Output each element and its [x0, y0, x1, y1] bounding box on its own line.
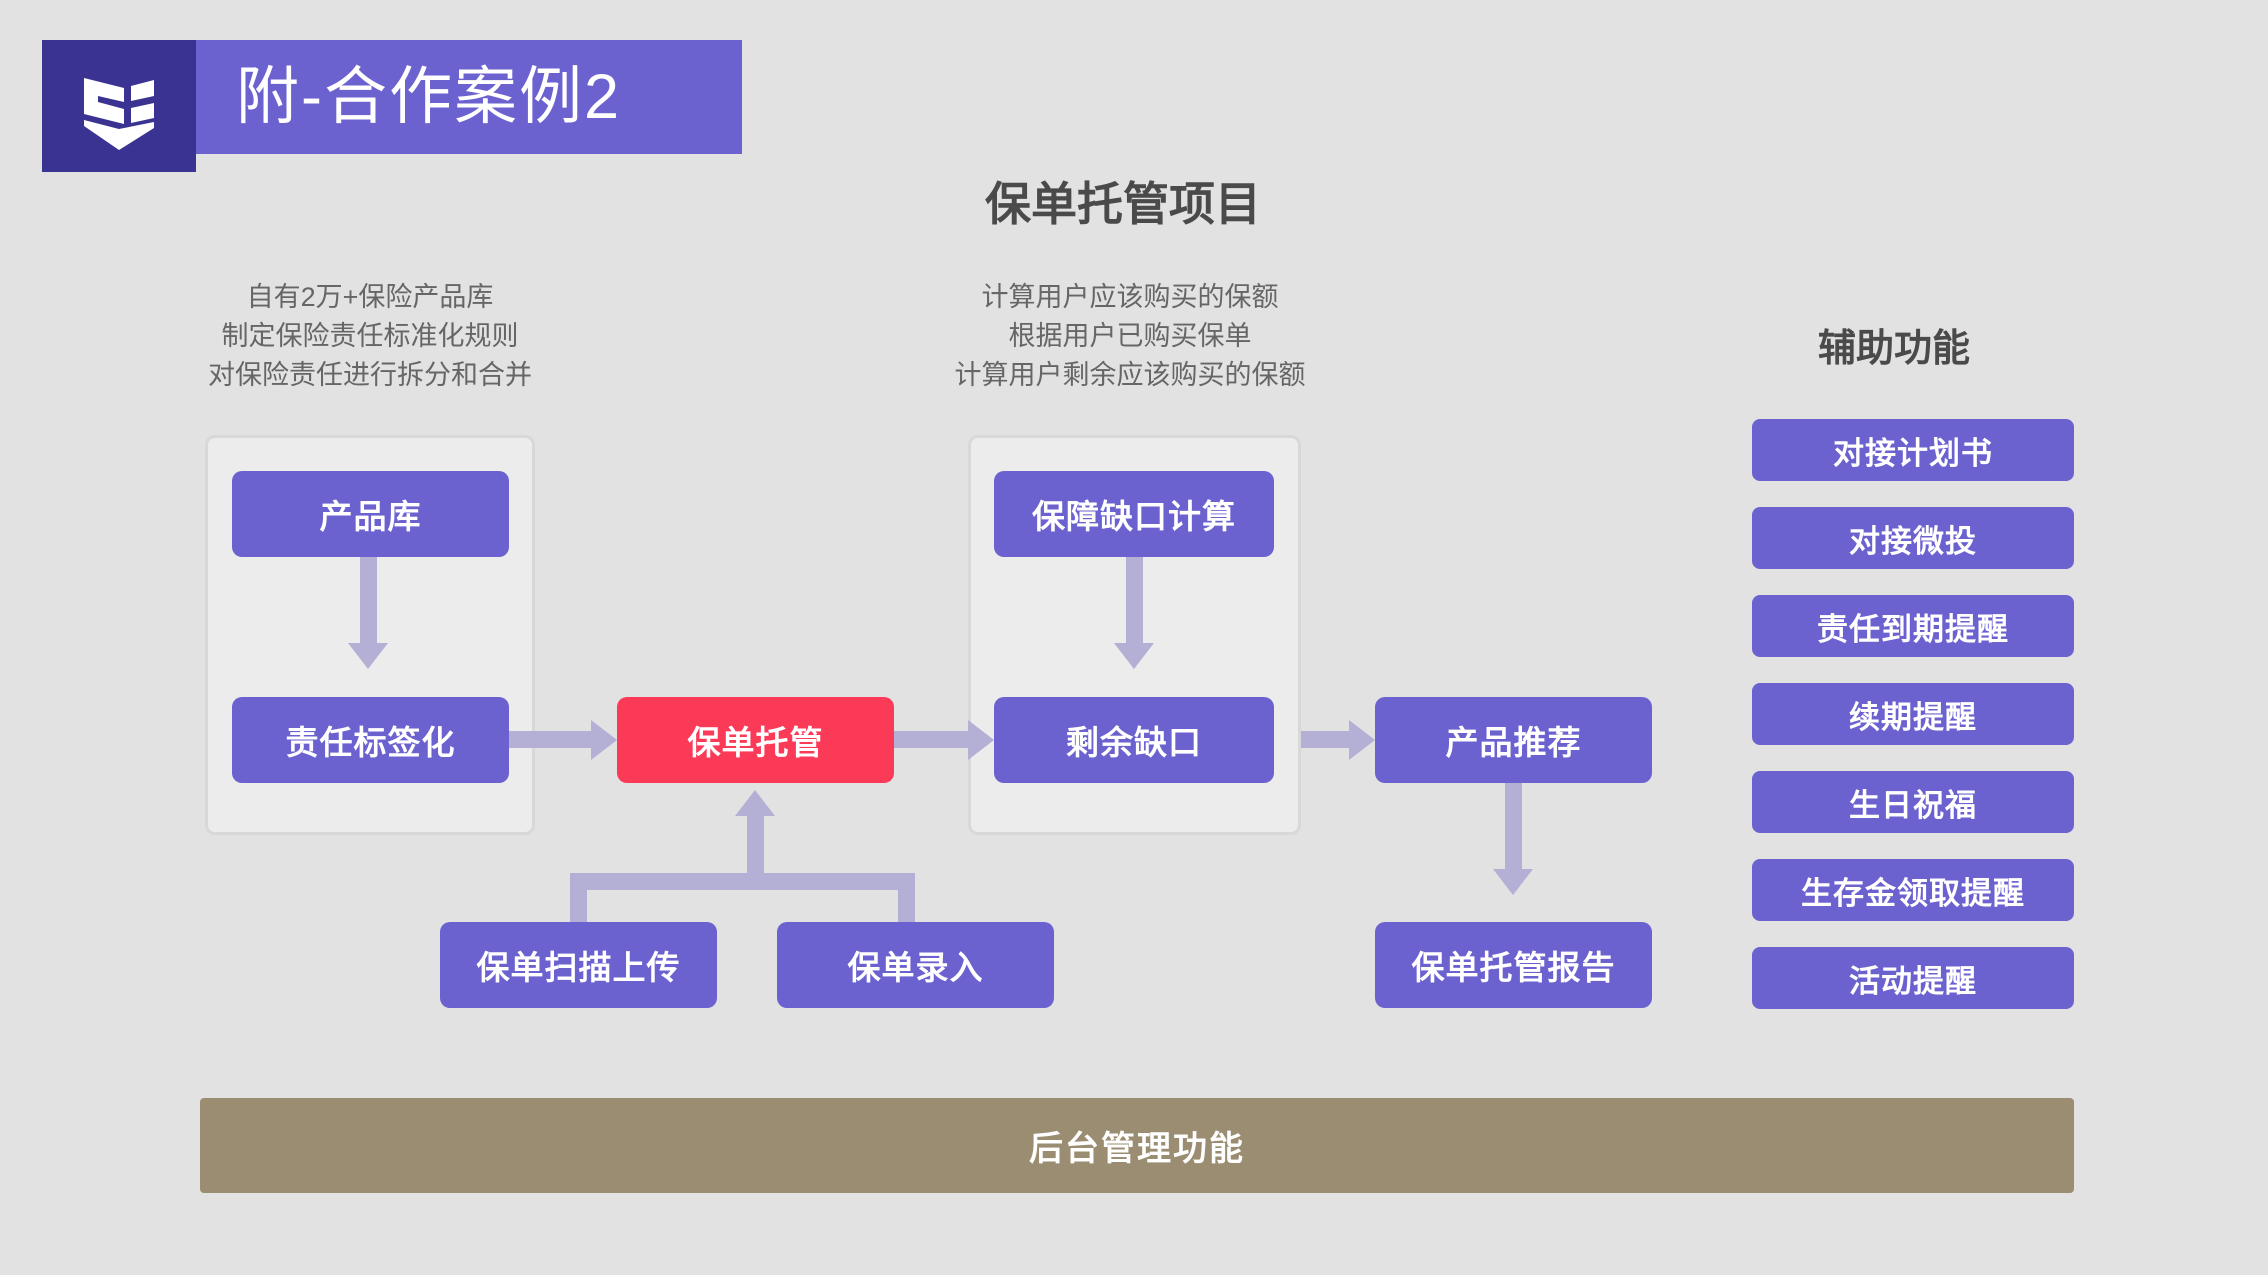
arrowhead-right-icon [1349, 720, 1375, 760]
connector-recommendation-to-report [1505, 783, 1522, 869]
arrowhead-down-icon [1493, 869, 1533, 895]
page-title: 保单托管项目 [985, 178, 1261, 230]
node-coverage-gap-calc[interactable]: 保障缺口计算 [994, 471, 1274, 557]
node-remaining-gap[interactable]: 剩余缺口 [994, 697, 1274, 783]
slide-title-banner: 附-合作案例2 [196, 40, 742, 154]
shield-book-logo-icon [76, 62, 162, 150]
aux-section-title: 辅助功能 [1818, 328, 1971, 370]
note-left-group: 自有2万+保险产品库 制定保险责任标准化规则 对保险责任进行拆分和合并 [200, 278, 540, 395]
note-line: 根据用户已购买保单 [1008, 320, 1252, 351]
node-product-library[interactable]: 产品库 [232, 471, 509, 557]
aux-item-renewal-reminder[interactable]: 续期提醒 [1752, 683, 2074, 745]
connector-scanupload-riser [570, 873, 587, 922]
node-hosting-report[interactable]: 保单托管报告 [1375, 922, 1652, 1008]
connector-gapcalc-to-remaininggap [1126, 557, 1143, 643]
note-line: 计算用户剩余应该购买的保额 [954, 359, 1306, 390]
node-manual-entry[interactable]: 保单录入 [777, 922, 1054, 1008]
arrowhead-right-icon [968, 720, 994, 760]
node-liability-tagging[interactable]: 责任标签化 [232, 697, 509, 783]
connector-manualentry-riser [898, 873, 915, 922]
note-line: 制定保险责任标准化规则 [221, 320, 519, 351]
node-product-recommendation[interactable]: 产品推荐 [1375, 697, 1652, 783]
arrowhead-up-icon [735, 790, 775, 816]
connector-inputs-merge-bar [570, 873, 915, 890]
node-policy-hosting[interactable]: 保单托管 [617, 697, 894, 783]
arrowhead-down-icon [1114, 643, 1154, 669]
note-line: 计算用户应该购买的保额 [981, 282, 1279, 312]
logo-badge [42, 40, 196, 172]
note-line: 自有2万+保险产品库 [246, 282, 494, 312]
aux-item-plan-docking[interactable]: 对接计划书 [1752, 419, 2074, 481]
slide-title-text: 附-合作案例2 [236, 61, 622, 132]
node-scan-upload[interactable]: 保单扫描上传 [440, 922, 717, 1008]
aux-item-activity-reminder[interactable]: 活动提醒 [1752, 947, 2074, 1009]
aux-item-liability-expiry-reminder[interactable]: 责任到期提醒 [1752, 595, 2074, 657]
connector-merge-to-hosting [747, 816, 764, 876]
aux-item-survival-benefit-reminder[interactable]: 生存金领取提醒 [1752, 859, 2074, 921]
connector-tagging-to-hosting [509, 731, 591, 748]
aux-function-list: 对接计划书 对接微投 责任到期提醒 续期提醒 生日祝福 生存金领取提醒 活动提醒 [1752, 419, 2074, 1035]
note-line: 对保险责任进行拆分和合并 [208, 359, 532, 390]
connector-productlib-to-tagging [360, 557, 377, 643]
arrowhead-right-icon [591, 720, 617, 760]
note-middle-group: 计算用户应该购买的保额 根据用户已购买保单 计算用户剩余应该购买的保额 [940, 278, 1320, 395]
connector-remaininggap-to-recommendation [1301, 731, 1349, 748]
backend-management-bar[interactable]: 后台管理功能 [200, 1098, 2074, 1193]
connector-hosting-to-remaininggap [894, 731, 968, 748]
aux-item-weitou-docking[interactable]: 对接微投 [1752, 507, 2074, 569]
aux-item-birthday-greeting[interactable]: 生日祝福 [1752, 771, 2074, 833]
arrowhead-down-icon [348, 643, 388, 669]
